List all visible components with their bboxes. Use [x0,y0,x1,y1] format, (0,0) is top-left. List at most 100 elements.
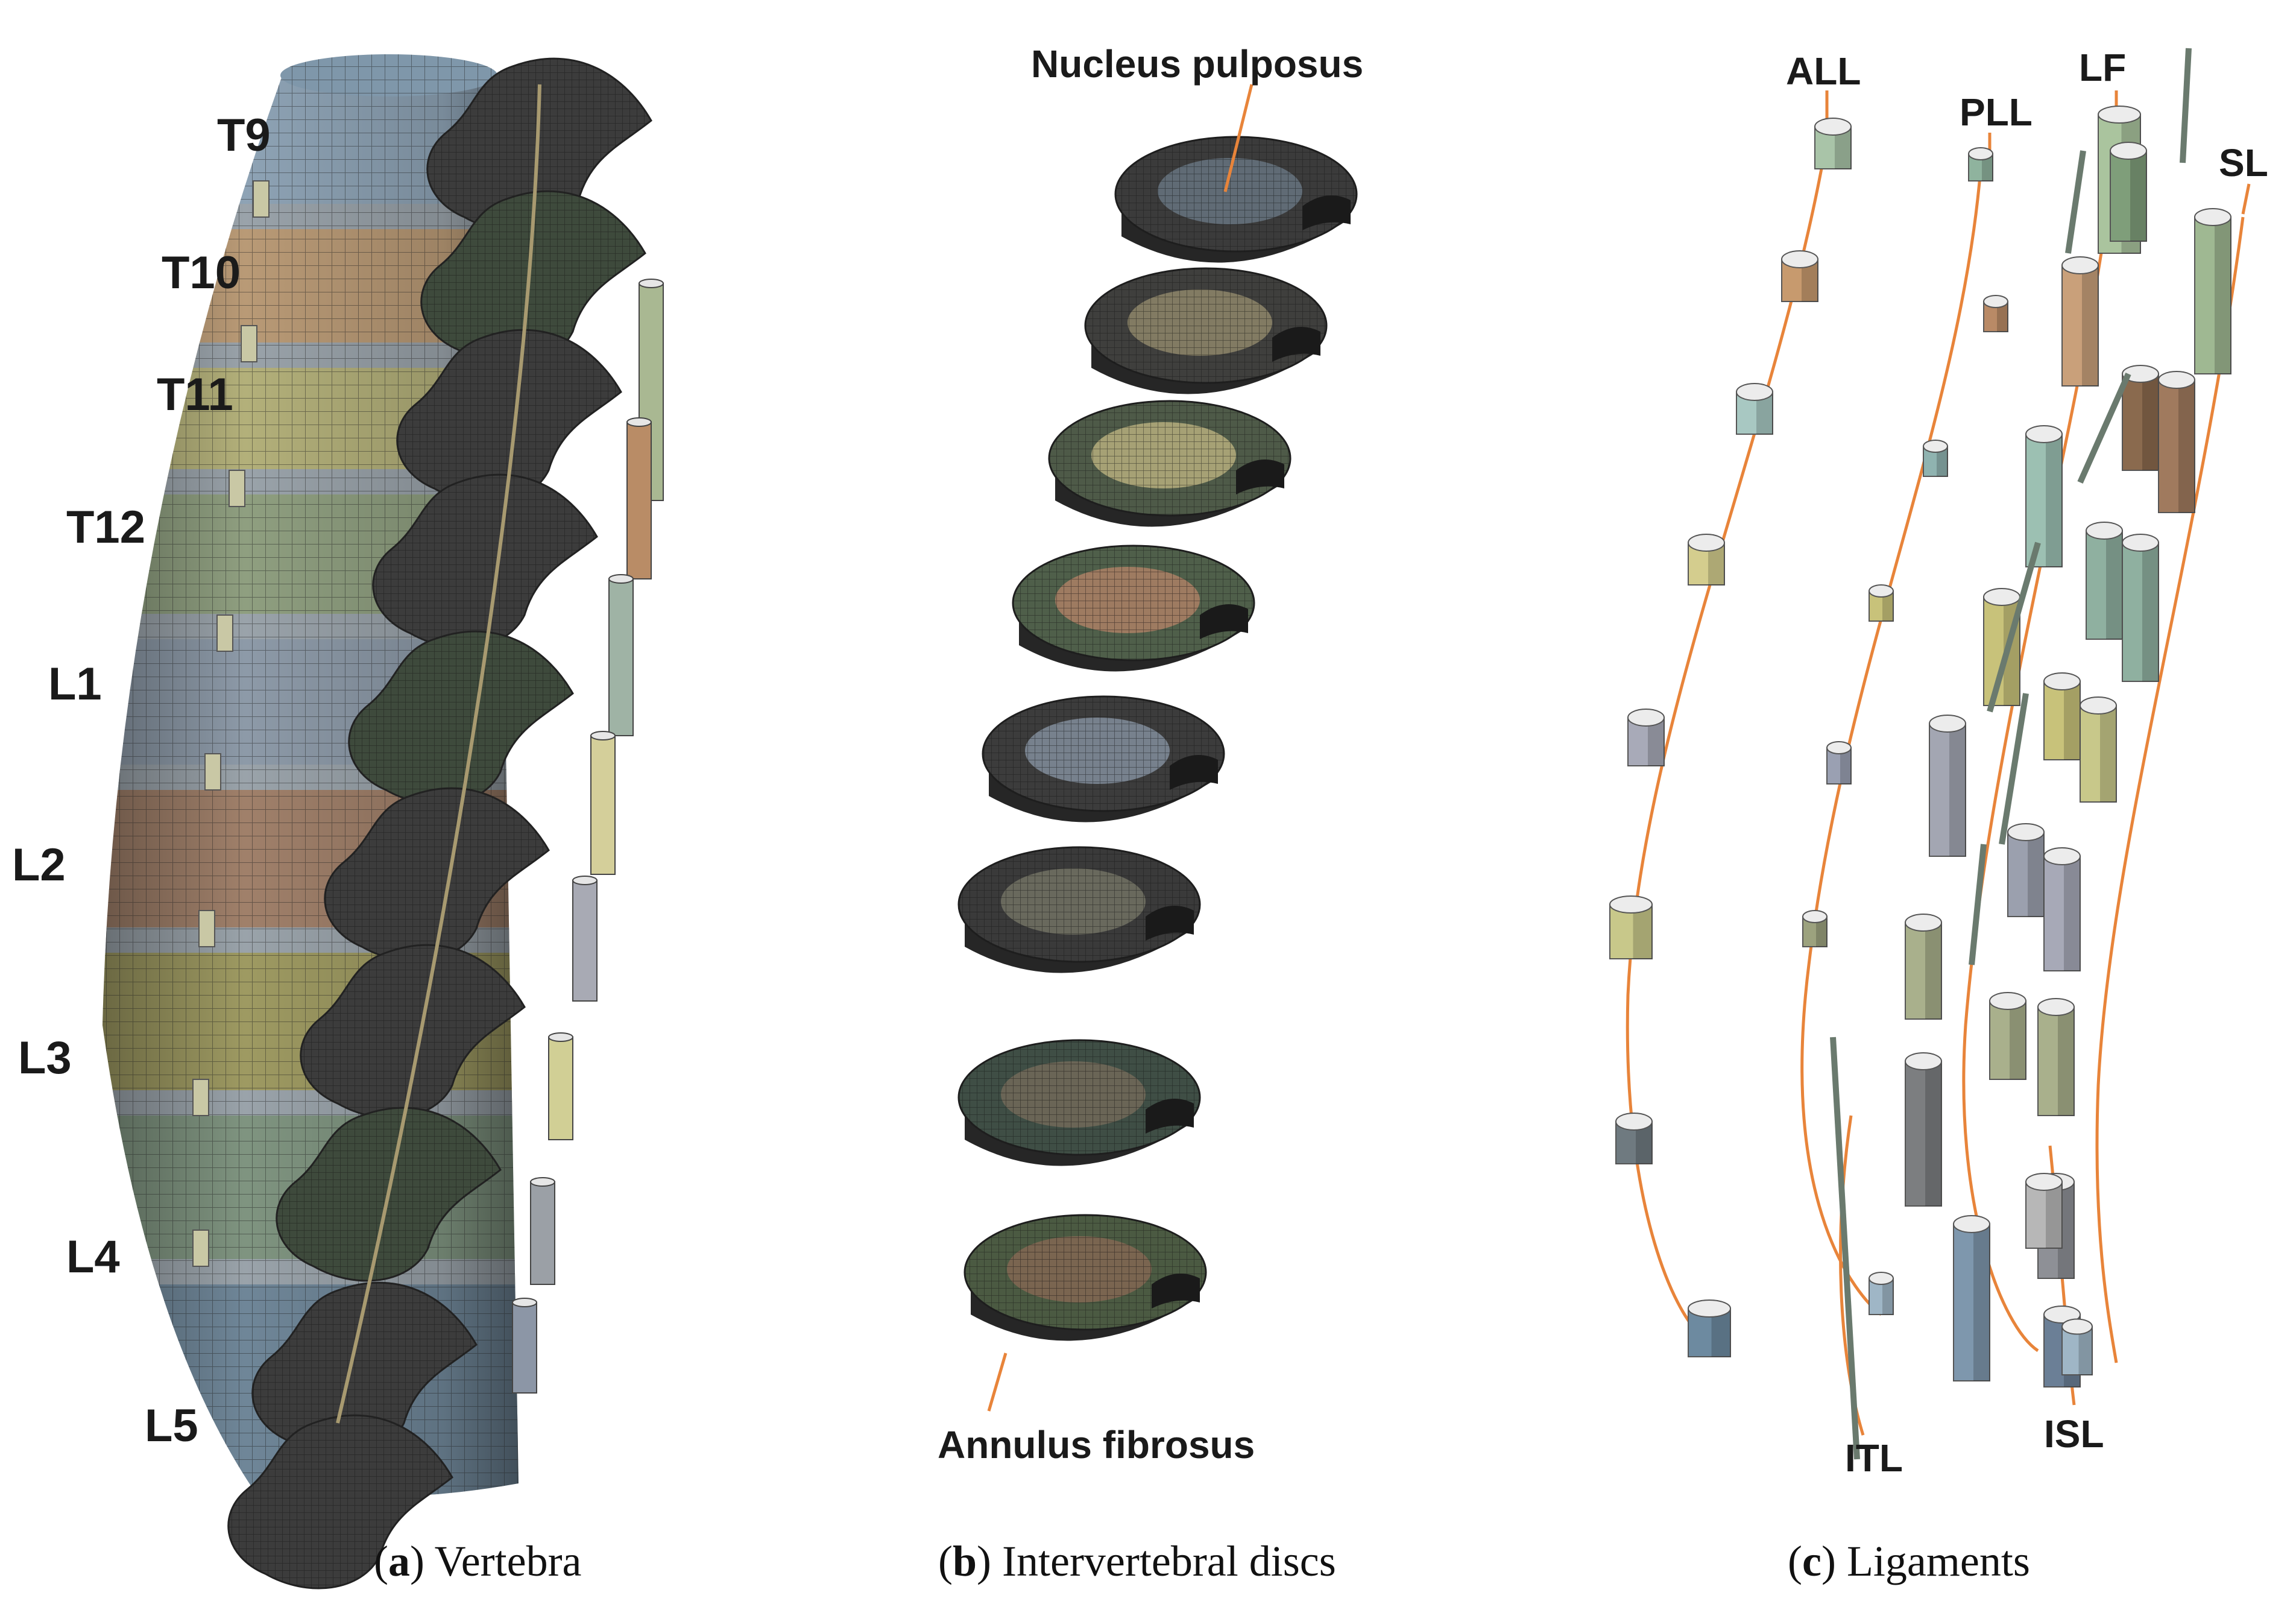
cylinder-cap [512,1298,537,1307]
anterior-stub [198,910,215,947]
ligament-cylinder [1929,715,1966,857]
caption-c: (c) Ligaments [1788,1537,2030,1585]
cylinder-cap [1781,250,1818,268]
disc-notch [1200,604,1248,639]
cylinder-cap [2158,371,2195,389]
intervertebral-disc-stack [957,136,1358,1341]
posterior-element-mesh [324,788,549,961]
label-level-T11: T11 [157,369,233,420]
intertransverse-rod [2077,372,2131,484]
ligament-path [1800,168,1982,1316]
intervertebral-disc [1084,267,1328,394]
cylinder-cap [1615,1113,1653,1131]
cylinder-cap [2194,208,2231,226]
intervertebral-disc [1048,400,1292,527]
disc-notch [1170,755,1218,790]
label-PLL: PLL [1960,90,2033,134]
ligament-cylinder [1989,992,2026,1080]
posterior-elements [227,57,652,1590]
cylinder-shade [1997,302,2008,332]
cylinder-cap [2098,106,2141,124]
ligament-cylinder [2037,998,2075,1116]
cylinder-cap [2025,425,2063,443]
nucleus-mesh [1128,289,1272,356]
label-level-L5: L5 [145,1400,198,1451]
ligament-cylinder [1826,741,1852,785]
label-ISL: ISL [2044,1412,2104,1456]
cylinder-body [2080,705,2117,803]
ligament-cylinder [2194,208,2231,374]
cylinder-body [1929,723,1966,857]
nucleus-mesh [1007,1236,1152,1302]
intervertebral-disc [957,1039,1201,1166]
ligament-cylinder [1814,118,1852,169]
cylinder-body [2007,832,2045,917]
intervertebral-disc [964,1214,1207,1341]
cylinder-cap [2110,142,2147,160]
cylinder-shade [1949,724,1966,856]
label-level-L3: L3 [18,1032,72,1084]
ligament-cylinder [1869,584,1894,622]
ligament-path [1626,138,1829,1347]
disc-notch [1146,1099,1194,1134]
anterior-stub [216,614,233,652]
cylinder-cap [1923,440,1948,453]
ligament-cylinder [1953,1215,1990,1381]
cylinder-cap [1688,1299,1731,1318]
ligament-cylinder [590,735,616,875]
cylinder-cap [2086,522,2123,540]
cylinder-body [1905,922,1942,1020]
ligament-cylinder [1688,534,1725,586]
cylinder-shade [2064,856,2080,971]
cylinder-cap [2122,365,2159,383]
ligament-cylinder [1627,709,1665,766]
cylinder-cap [2043,1305,2081,1324]
cylinder-cap [1968,147,1993,160]
ligament-cylinder [1615,1113,1653,1164]
cylinder-cap [1609,895,1653,914]
ligament-cylinder [1983,588,2020,706]
cylinder-shade [1925,923,1941,1019]
ligament-cylinder [1736,383,1773,435]
disc-notch [1152,1274,1200,1309]
cylinder-shade [2215,217,2231,374]
ligament-cylinder [2122,534,2159,682]
cylinder-shade [2078,1327,2092,1375]
ligament-cylinder [608,578,634,736]
ligament-cylinder [1968,147,1993,182]
cylinder-cap [2043,847,2081,865]
cylinder-body [1905,1061,1942,1207]
label-nucleus-pulposus: Nucleus pulposus [1031,42,1363,86]
cylinder-body [2037,1006,2075,1116]
ligament-cylinder [572,880,598,1002]
cylinder-cap [2122,534,2159,552]
ligament-cylinder [530,1181,555,1285]
nucleus-mesh [1158,158,1302,224]
ligament-path [2095,216,2245,1363]
cylinder-shade [2082,265,2098,386]
label-LF: LF [2079,46,2126,89]
cylinder-shade [1816,917,1827,947]
label-ALL: ALL [1786,49,1861,93]
ligament-cylinder [512,1302,537,1394]
cylinder-body [2061,265,2099,387]
cylinder-body [2043,681,2081,760]
cylinder-cap [2043,672,2081,690]
column-top-cap-mesh [280,54,497,96]
cylinder-cap [1983,295,2008,308]
posterior-element-mesh [348,631,573,804]
ligament-cylinders [1609,48,2231,1460]
cylinder-cap [1869,584,1894,598]
label-level-L4: L4 [66,1231,120,1283]
cylinder-shade [2142,543,2159,681]
intertransverse-rod [2180,48,2192,163]
ligament-cylinder [2061,256,2099,387]
cylinder-shade [1937,446,1948,476]
anterior-stub [229,470,245,507]
disc-notch [1236,459,1284,494]
cylinder-cap [2007,823,2045,841]
ligament-cylinder [2043,672,2081,760]
ligament-cylinder [1923,440,1948,477]
cylinder-cap [626,417,652,427]
